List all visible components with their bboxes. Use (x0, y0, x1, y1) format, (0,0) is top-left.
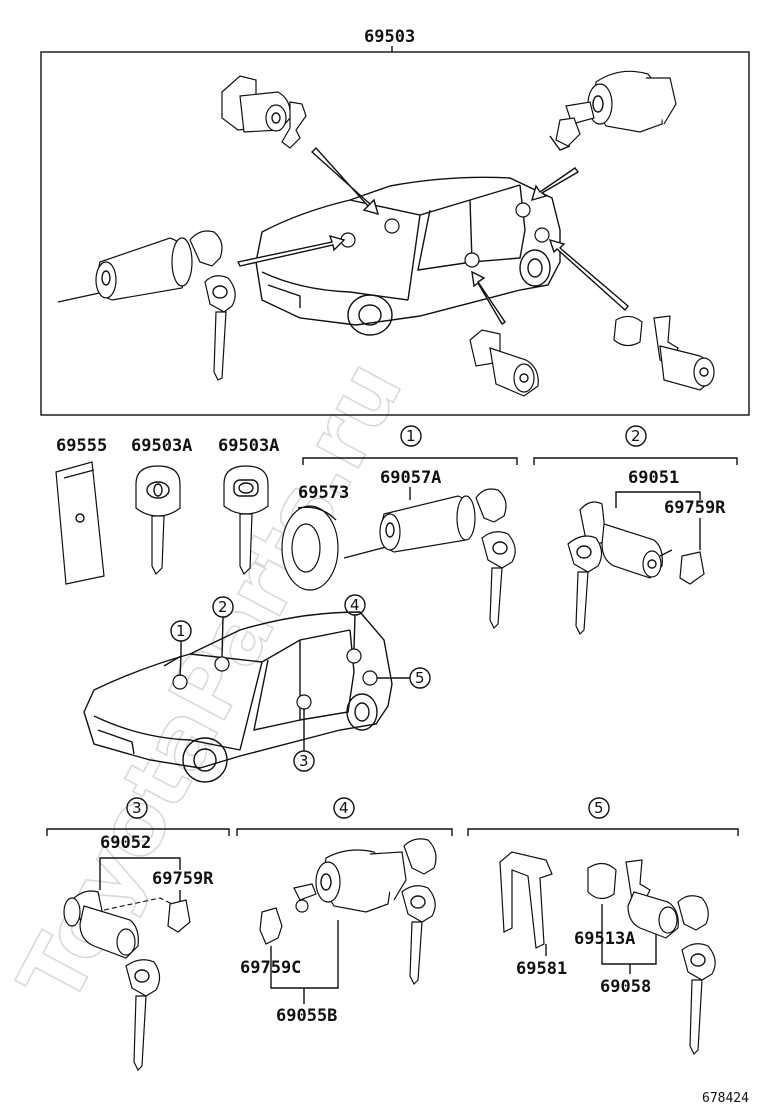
part-label-69759R-2[interactable]: 69759R (152, 869, 214, 889)
clip-69759C-icon[interactable] (259, 907, 283, 945)
top-assembly-frame (40, 51, 750, 416)
svg-text:4: 4 (350, 596, 360, 614)
callout-4-header: 4 (339, 799, 349, 817)
part-label-69503[interactable]: 69503 (364, 27, 415, 47)
part-label-69057A[interactable]: 69057A (380, 468, 441, 488)
callout-1-header: 1 (406, 427, 416, 445)
part-label-69759R-1[interactable]: 69759R (664, 498, 726, 518)
lock-cylinder-icon[interactable] (221, 75, 307, 149)
ignition-ring-icon[interactable] (281, 505, 339, 591)
svg-text:3: 3 (299, 752, 309, 770)
back-door-lock-icon[interactable] (613, 315, 715, 391)
part-label-69058[interactable]: 69058 (600, 977, 651, 997)
part-label-69503A-1[interactable]: 69503A (131, 436, 192, 456)
part-label-69503A-2[interactable]: 69503A (218, 436, 279, 456)
master-key-icon[interactable] (135, 465, 181, 576)
ignition-cylinder-69057A-icon[interactable] (343, 488, 516, 630)
callout-2-header: 2 (631, 427, 641, 445)
center-callouts: 1 2 3 4 5 (163, 594, 431, 772)
part-label-69513A[interactable]: 69513A (574, 929, 635, 949)
svg-text:5: 5 (415, 669, 425, 687)
sub-key-icon[interactable] (223, 465, 269, 576)
ignition-cylinder-icon[interactable] (57, 230, 236, 381)
part-label-69051[interactable]: 69051 (628, 468, 679, 488)
svg-text:1: 1 (176, 622, 186, 640)
callout-3-header: 3 (132, 799, 142, 817)
part-label-69052[interactable]: 69052 (100, 833, 151, 853)
center-car-illustration (83, 611, 393, 783)
part-label-69759C[interactable]: 69759C (240, 958, 301, 978)
rear-door-lock-69052-icon[interactable] (63, 890, 191, 1072)
front-door-lock-69051-icon[interactable] (567, 501, 705, 636)
part-label-69573[interactable]: 69573 (298, 483, 349, 503)
door-lock-icon[interactable] (469, 329, 539, 397)
top-car-illustration (255, 176, 561, 336)
gasket-69513A-icon[interactable] (587, 862, 617, 900)
figure-number: 678424 (702, 1091, 749, 1106)
back-door-lock-69058-icon[interactable] (625, 859, 716, 1056)
callout-5-header: 5 (594, 799, 604, 817)
key-cover-icon[interactable] (55, 461, 105, 585)
part-label-69555[interactable]: 69555 (56, 436, 107, 456)
hatch-lock-icon[interactable] (549, 70, 677, 151)
top-arrows (236, 146, 629, 325)
part-label-69581[interactable]: 69581 (516, 959, 567, 979)
rear-hatch-lock-69055B-icon[interactable] (293, 838, 437, 986)
retainer-69581-icon[interactable] (499, 851, 553, 949)
part-label-69055B[interactable]: 69055B (276, 1006, 337, 1026)
svg-text:2: 2 (218, 598, 228, 616)
